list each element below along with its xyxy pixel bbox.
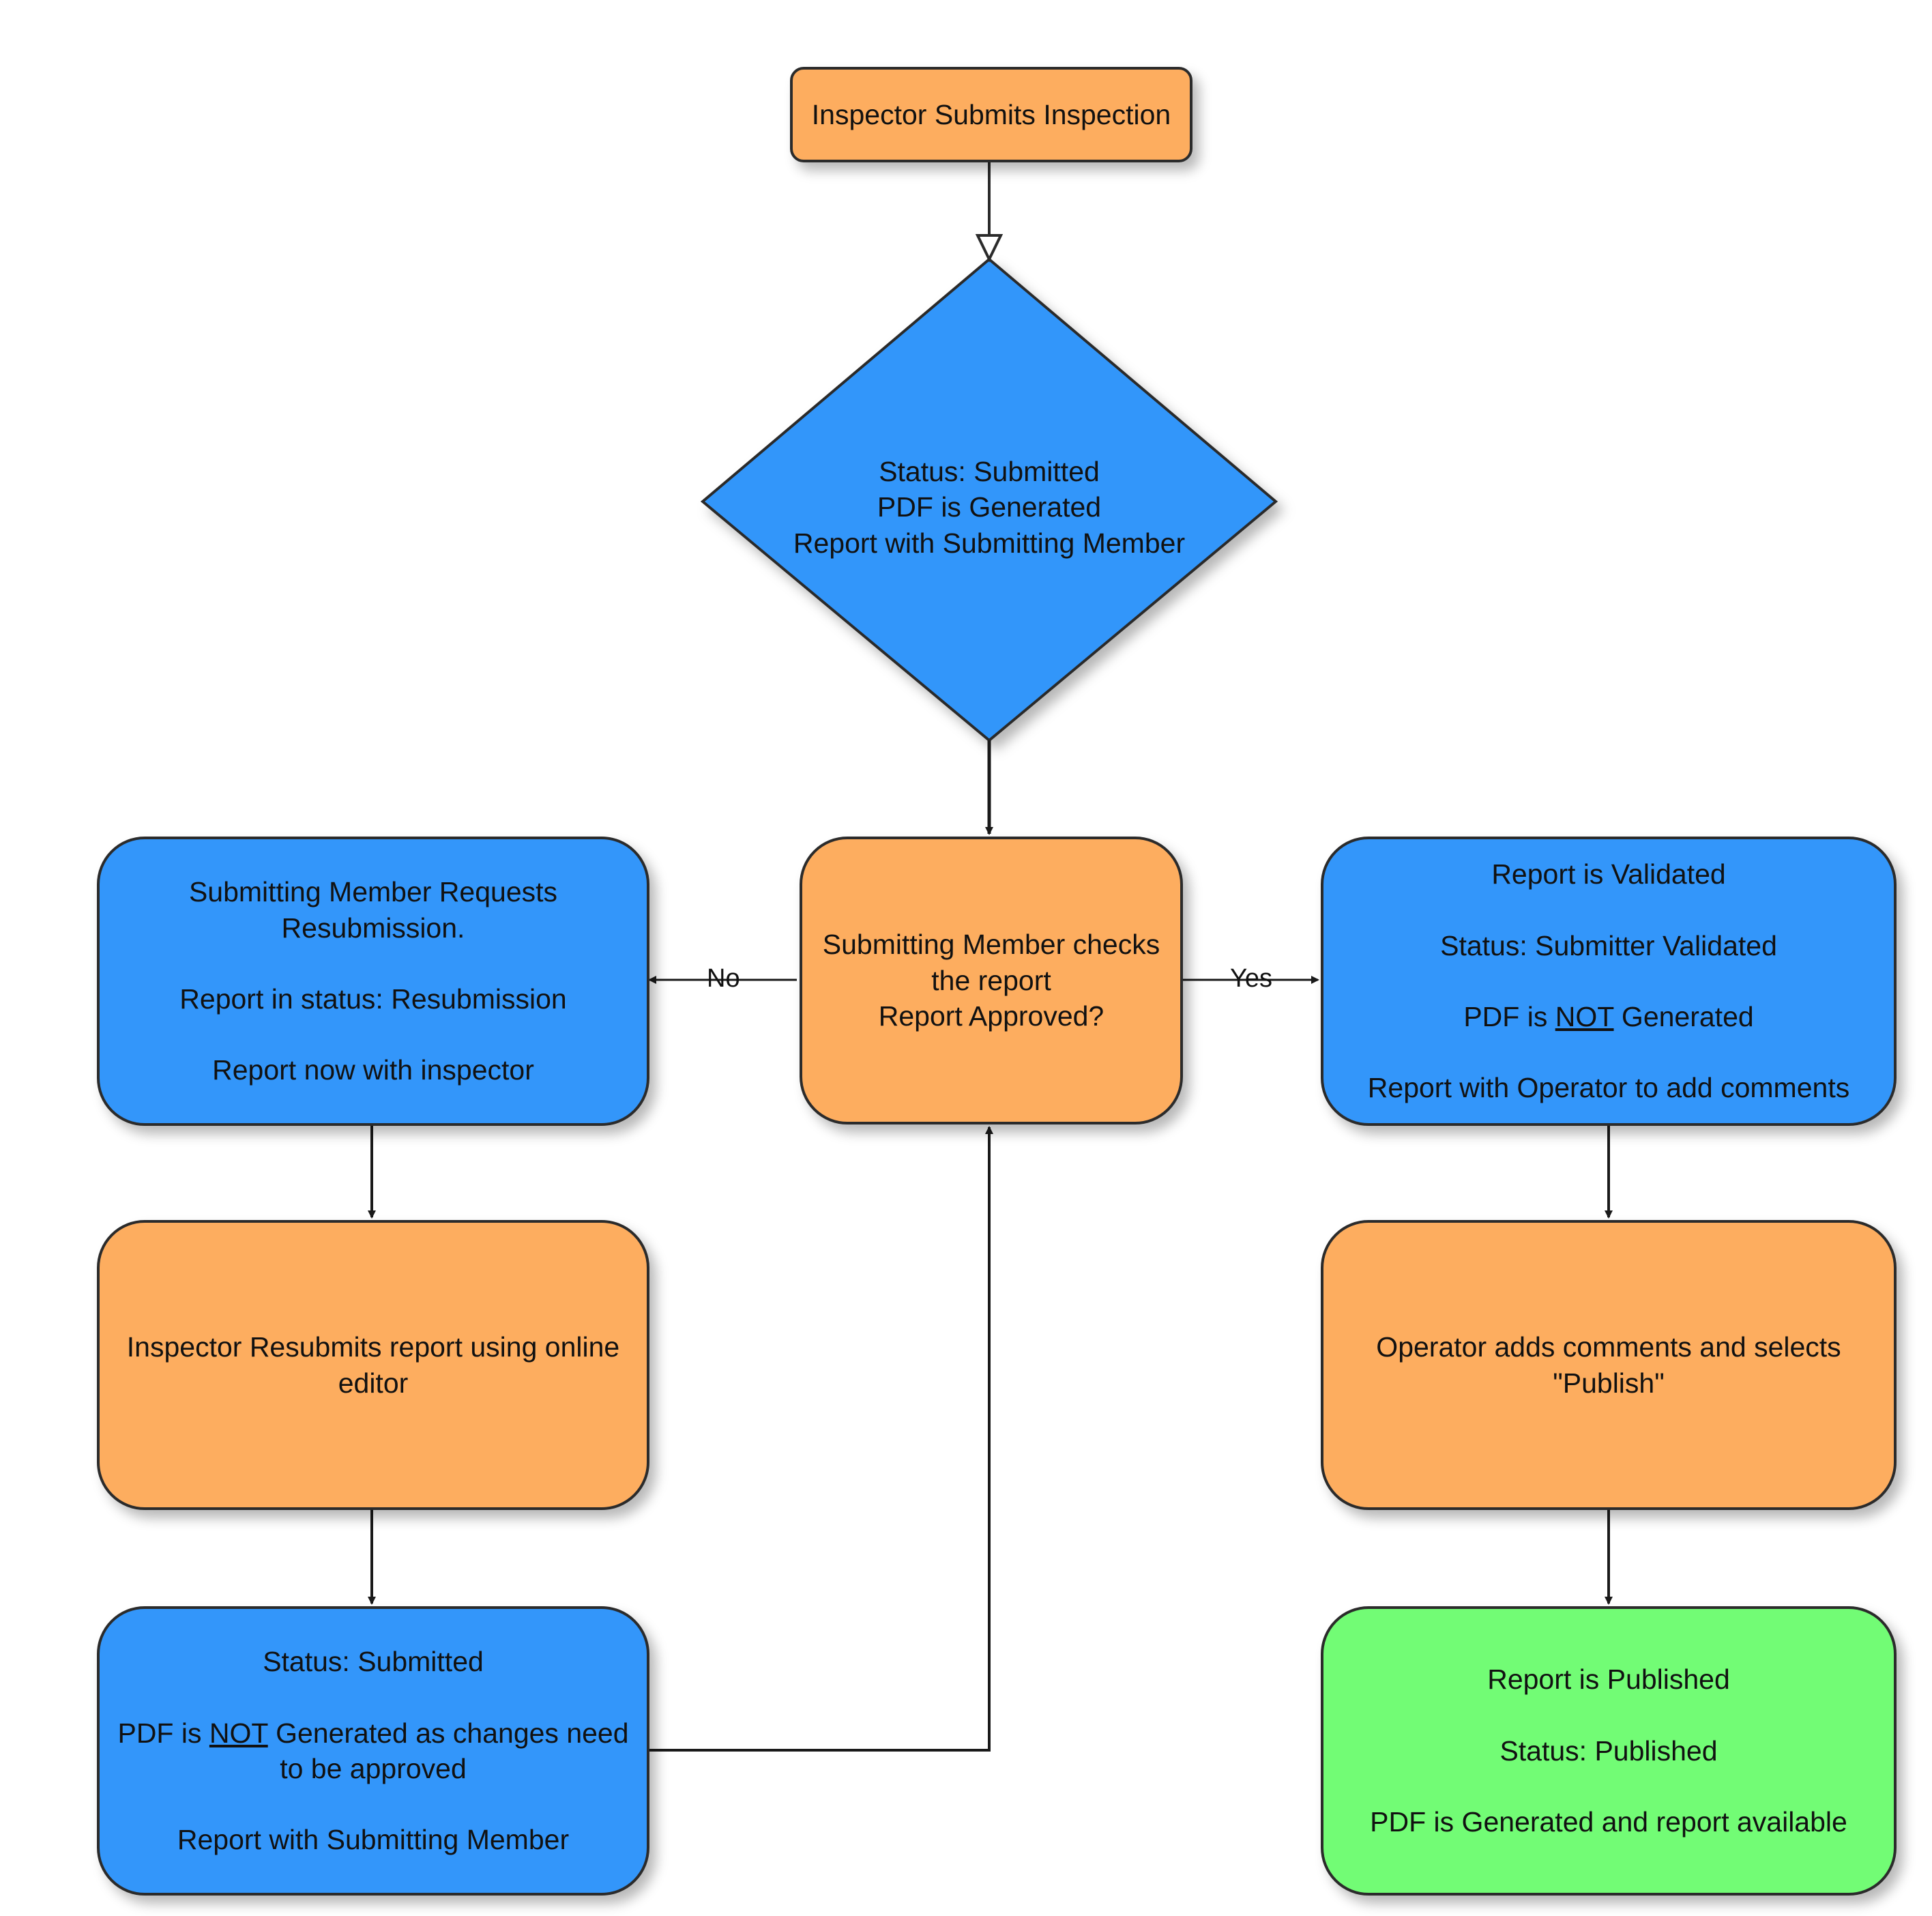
resubmit-line-1: Inspector Resubmits report using online [126,1331,620,1363]
check-line-3: Report Approved? [878,1000,1104,1032]
resubmit-line-2: editor [338,1367,409,1399]
resubmission-request-line-3: Report now with inspector [212,1054,534,1086]
operator-line-1: Operator adds comments and selects [1376,1331,1841,1363]
resubmission-request-line-2: Report in status: Resubmission [179,983,567,1015]
validated-not: NOT [1555,1001,1614,1032]
resubmitted-status-line-3: Report with Submitting Member [177,1824,570,1856]
resubmitted-status-line-2b: to be approved [280,1753,467,1784]
resubmitted-status-node: Status: Submitted PDF is NOT Generated a… [97,1606,649,1896]
validated-line-4: Report with Operator to add comments [1367,1072,1850,1104]
resubmission-request-group: Submitting Member Requests Resubmission. [189,874,557,946]
validated-line-2: Status: Submitter Validated [1440,929,1777,961]
published-line-2: Status: Published [1499,1734,1718,1767]
operator-node: Operator adds comments and selects "Publ… [1321,1220,1897,1510]
published-line-3: PDF is Generated and report available [1370,1806,1847,1838]
edge-label-no: No [707,964,740,993]
validated-pdf-post: Generated [1613,1001,1754,1032]
check-node: Submitting Member checks the report Repo… [800,837,1183,1124]
start-node-text: Inspector Submits Inspection [811,98,1171,130]
hollow-arrowhead-icon [975,234,1004,263]
resubmission-request-line-1b: Resubmission. [281,912,465,944]
edge-label-yes: Yes [1230,964,1272,993]
start-node: Inspector Submits Inspection [790,67,1192,162]
validated-pdf-pre: PDF is [1463,1001,1555,1032]
decision-diamond-text: Status: Submitted PDF is Generated Repor… [750,454,1228,561]
resubmitted-status-line-1: Status: Submitted [263,1646,484,1678]
validated-line-1: Report is Validated [1491,858,1726,890]
resubmitted-status-pdf-post: Generated as changes need [267,1717,629,1749]
published-node: Report is Published Status: Published PD… [1321,1606,1897,1896]
check-line-1: Submitting Member checks [822,929,1160,961]
diamond-line-2: PDF is Generated [877,491,1102,523]
resubmitted-status-not: NOT [209,1717,268,1749]
edge-status-to-check [649,1126,993,1752]
resubmitted-status-pdf-pre: PDF is [117,1717,209,1749]
published-line-1: Report is Published [1487,1664,1730,1696]
resubmission-request-line-1a: Submitting Member Requests [188,876,558,908]
diamond-line-1: Status: Submitted [879,456,1100,487]
validated-node: Report is Validated Status: Submitter Va… [1321,837,1897,1126]
diamond-line-3: Report with Submitting Member [793,527,1186,559]
resubmitted-status-group: PDF is NOT Generated as changes need to … [117,1715,628,1787]
operator-line-2: "Publish" [1553,1367,1665,1399]
check-line-2: the report [931,964,1051,996]
resubmit-node: Inspector Resubmits report using online … [97,1220,649,1510]
resubmission-request-node: Submitting Member Requests Resubmission.… [97,837,649,1126]
